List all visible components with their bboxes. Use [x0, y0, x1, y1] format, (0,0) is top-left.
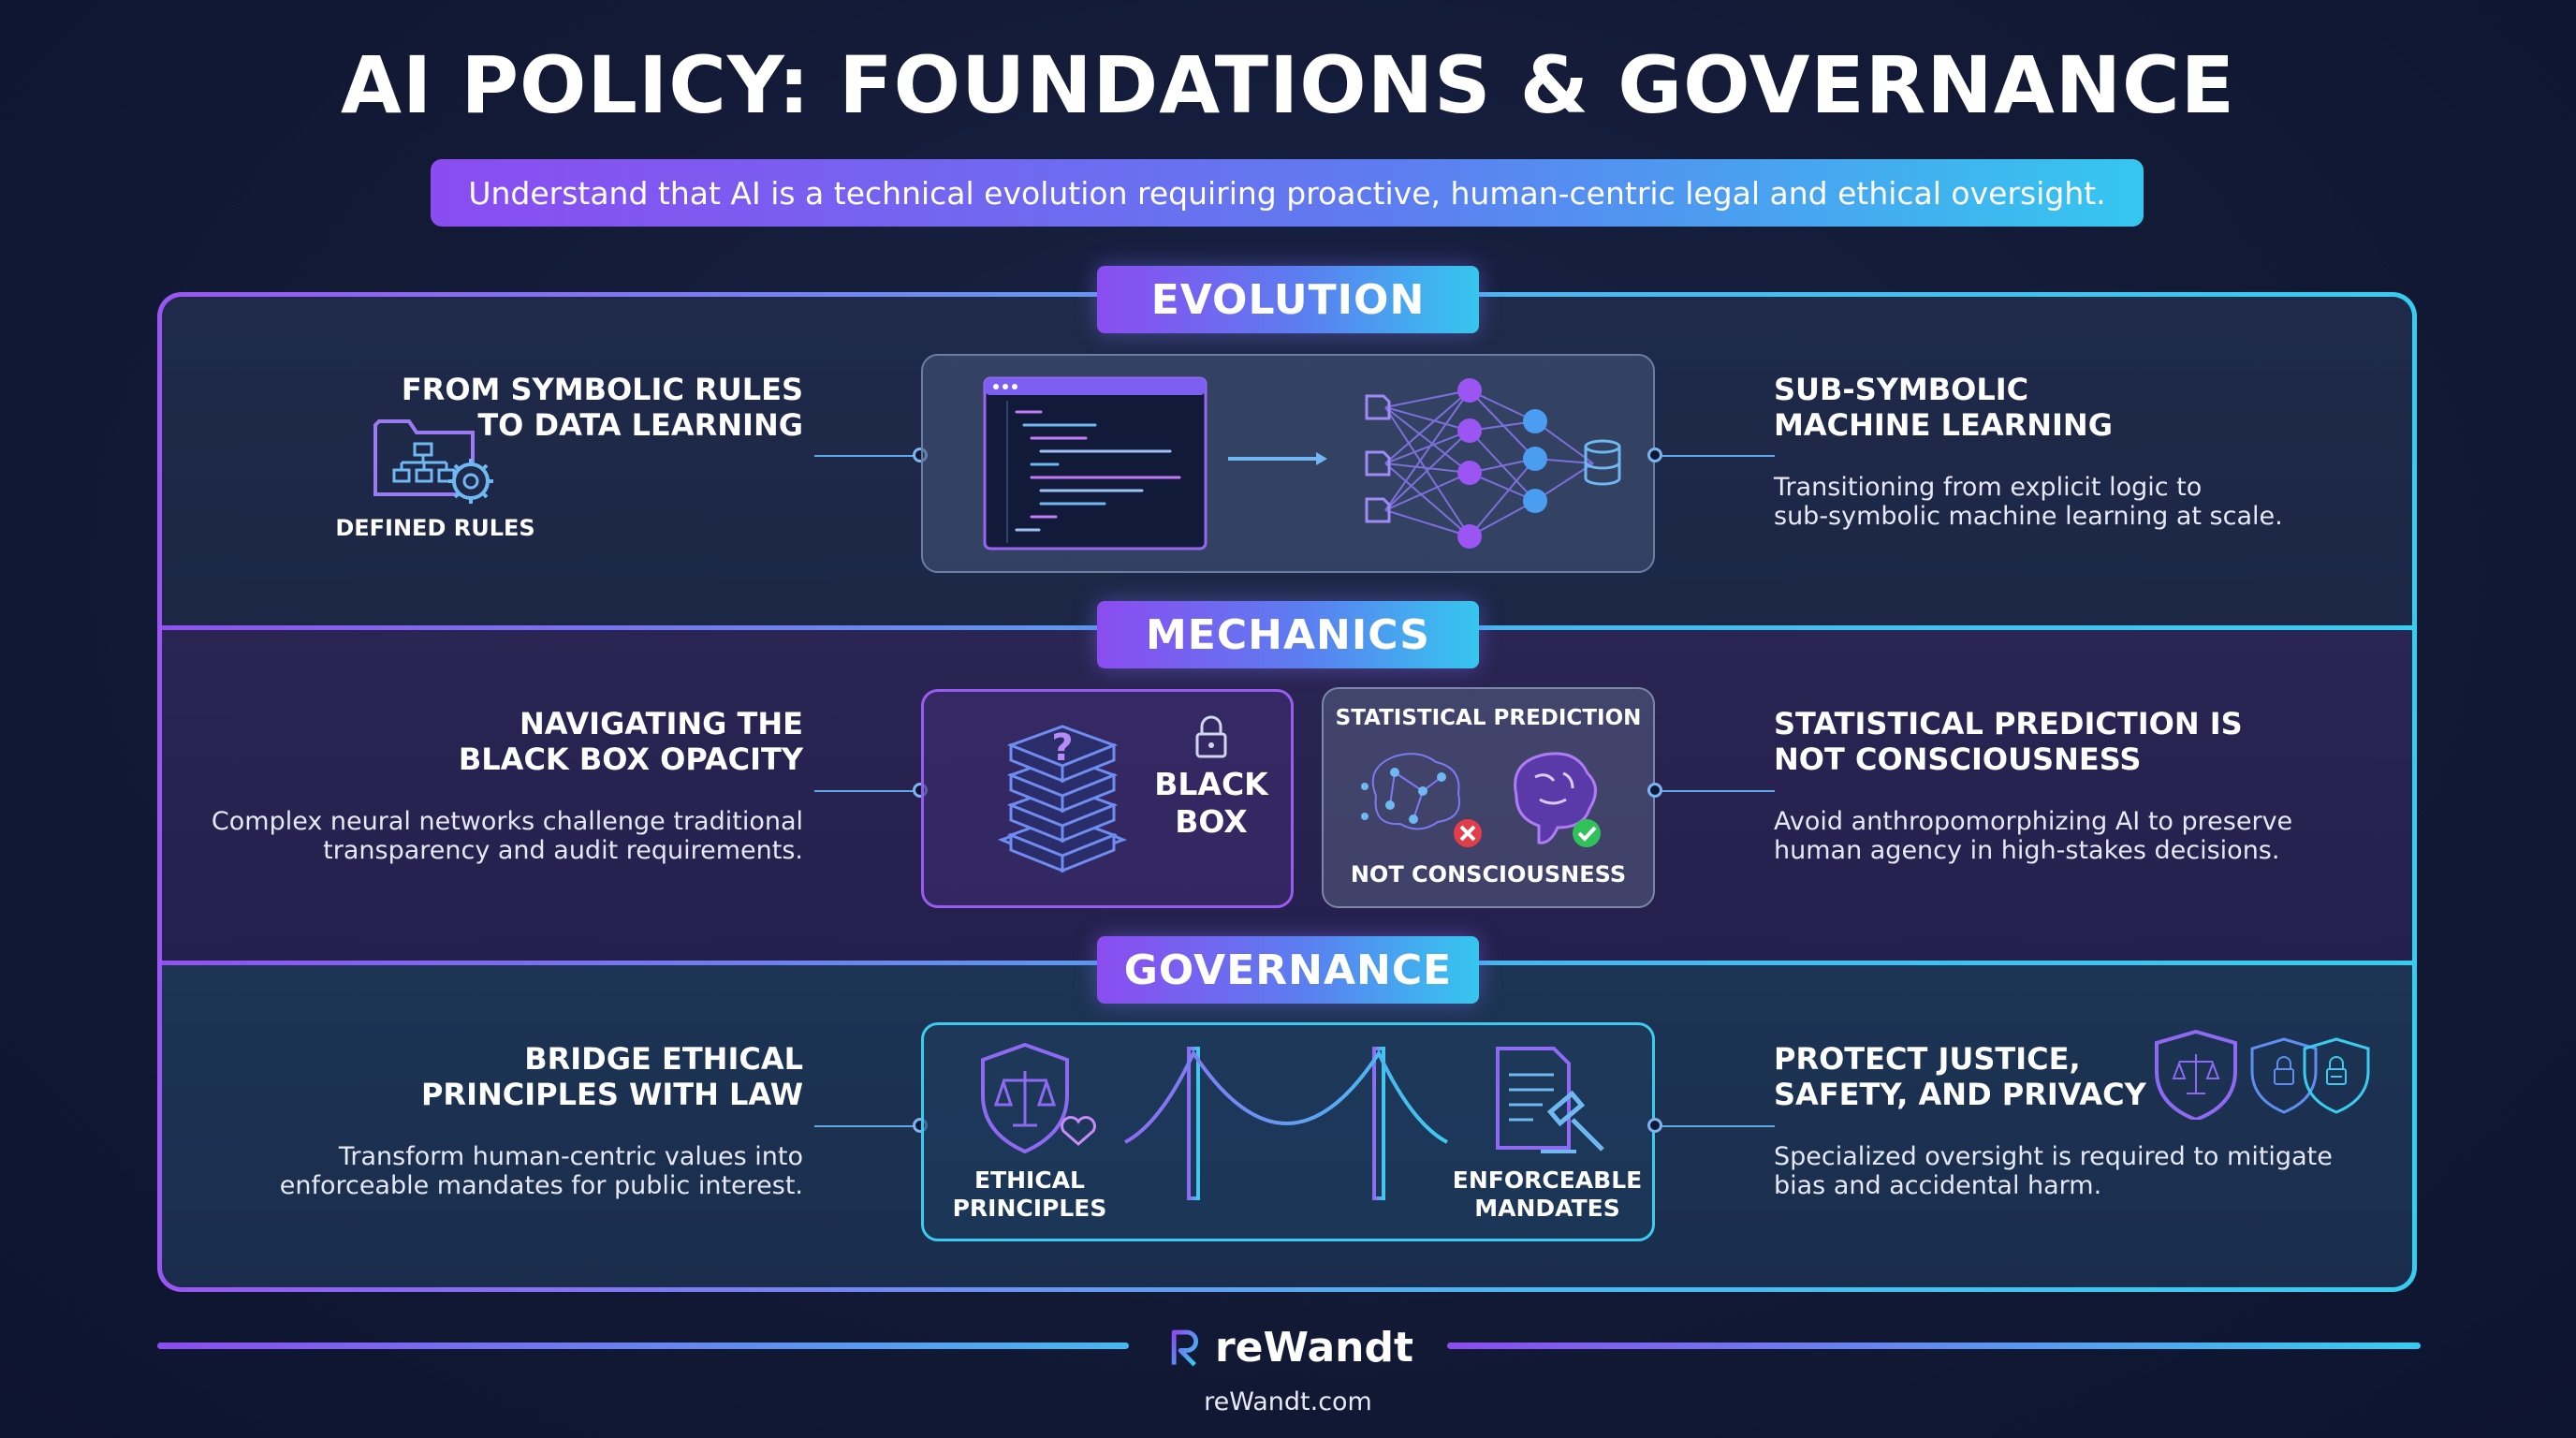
governance-left-heading: BRIDGE ETHICAL PRINCIPLES WITH LAW — [420, 1041, 803, 1112]
brain-comparison-icon — [1361, 752, 1601, 847]
prediction-panel — [1322, 687, 1655, 908]
folder-hierarchy-gear-icon — [373, 419, 493, 504]
lock-icon — [1195, 715, 1227, 758]
black-box-label: BLACK BOX — [1154, 766, 1268, 840]
connector-node — [1647, 1118, 1662, 1133]
mechanics-right-heading: STATISTICAL PREDICTION IS NOT CONSCIOUSN… — [1774, 706, 2243, 777]
connector-line — [814, 790, 917, 792]
governance-right-heading: PROTECT JUSTICE, SAFETY, AND PRIVACY — [1774, 1041, 2146, 1112]
bridge-icon — [1123, 1047, 1451, 1200]
connector-line — [1662, 1125, 1775, 1127]
rewandt-logo-icon — [1171, 1329, 1199, 1367]
black-box-panel — [921, 689, 1294, 908]
enforceable-mandates-caption: ENFORCEABLE MANDATES — [1452, 1167, 1643, 1222]
section-label-governance: GOVERNANCE — [1097, 936, 1479, 1004]
subtitle-banner: Understand that AI is a technical evolut… — [431, 159, 2144, 227]
ethics-shield-icon — [981, 1042, 1096, 1154]
governance-right-body: Specialized oversight is required to mit… — [1774, 1142, 2333, 1200]
ethical-principles-caption: ETHICAL PRINCIPLES — [952, 1167, 1107, 1222]
governance-left-body: Transform human-centric values into enfo… — [279, 1142, 803, 1200]
section-label-mechanics: MECHANICS — [1097, 601, 1479, 668]
mechanics-left-body: Complex neural networks challenge tradit… — [211, 807, 803, 865]
connector-line — [1662, 790, 1775, 792]
mechanics-right-body: Avoid anthropomorphizing AI to preserve … — [1774, 807, 2293, 865]
connector-node — [1647, 448, 1662, 462]
neural-network-icon — [1365, 378, 1621, 549]
mechanics-left-heading: NAVIGATING THE BLACK BOX OPACITY — [458, 706, 803, 777]
code-window-icon — [983, 376, 1208, 550]
connector-line — [1662, 455, 1775, 457]
defined-rules-caption: DEFINED RULES — [335, 515, 535, 541]
connector-line — [814, 455, 917, 457]
document-gavel-icon — [1496, 1047, 1604, 1153]
brand-logo[interactable]: reWandt — [1170, 1314, 1413, 1380]
svg-text:?: ? — [1051, 726, 1073, 770]
statistical-prediction-caption: STATISTICAL PREDICTION — [1335, 706, 1642, 730]
arrow-icon — [1228, 452, 1327, 465]
connector-node — [1647, 783, 1662, 798]
governance-center-panel — [921, 1022, 1655, 1241]
evolution-right-body: Transitioning from explicit logic to sub… — [1774, 473, 2283, 531]
black-box-server-icon: ? — [997, 725, 1128, 873]
not-consciousness-caption: NOT CONSCIOUSNESS — [1350, 861, 1627, 888]
footer-line-right — [1447, 1343, 2421, 1349]
page-title: AI POLICY: FOUNDATIONS & GOVERNANCE — [340, 39, 2236, 131]
connector-line — [814, 1125, 917, 1127]
security-shields-icon — [2155, 1029, 2370, 1120]
evolution-right-heading: SUB-SYMBOLIC MACHINE LEARNING — [1774, 372, 2113, 443]
website-url[interactable]: reWandt.com — [1204, 1387, 1372, 1416]
section-label-evolution: EVOLUTION — [1097, 266, 1479, 333]
brand-name: reWandt — [1214, 1323, 1413, 1372]
footer-line-left — [157, 1343, 1129, 1349]
evolution-left-heading: FROM SYMBOLIC RULES TO DATA LEARNING — [401, 372, 803, 443]
